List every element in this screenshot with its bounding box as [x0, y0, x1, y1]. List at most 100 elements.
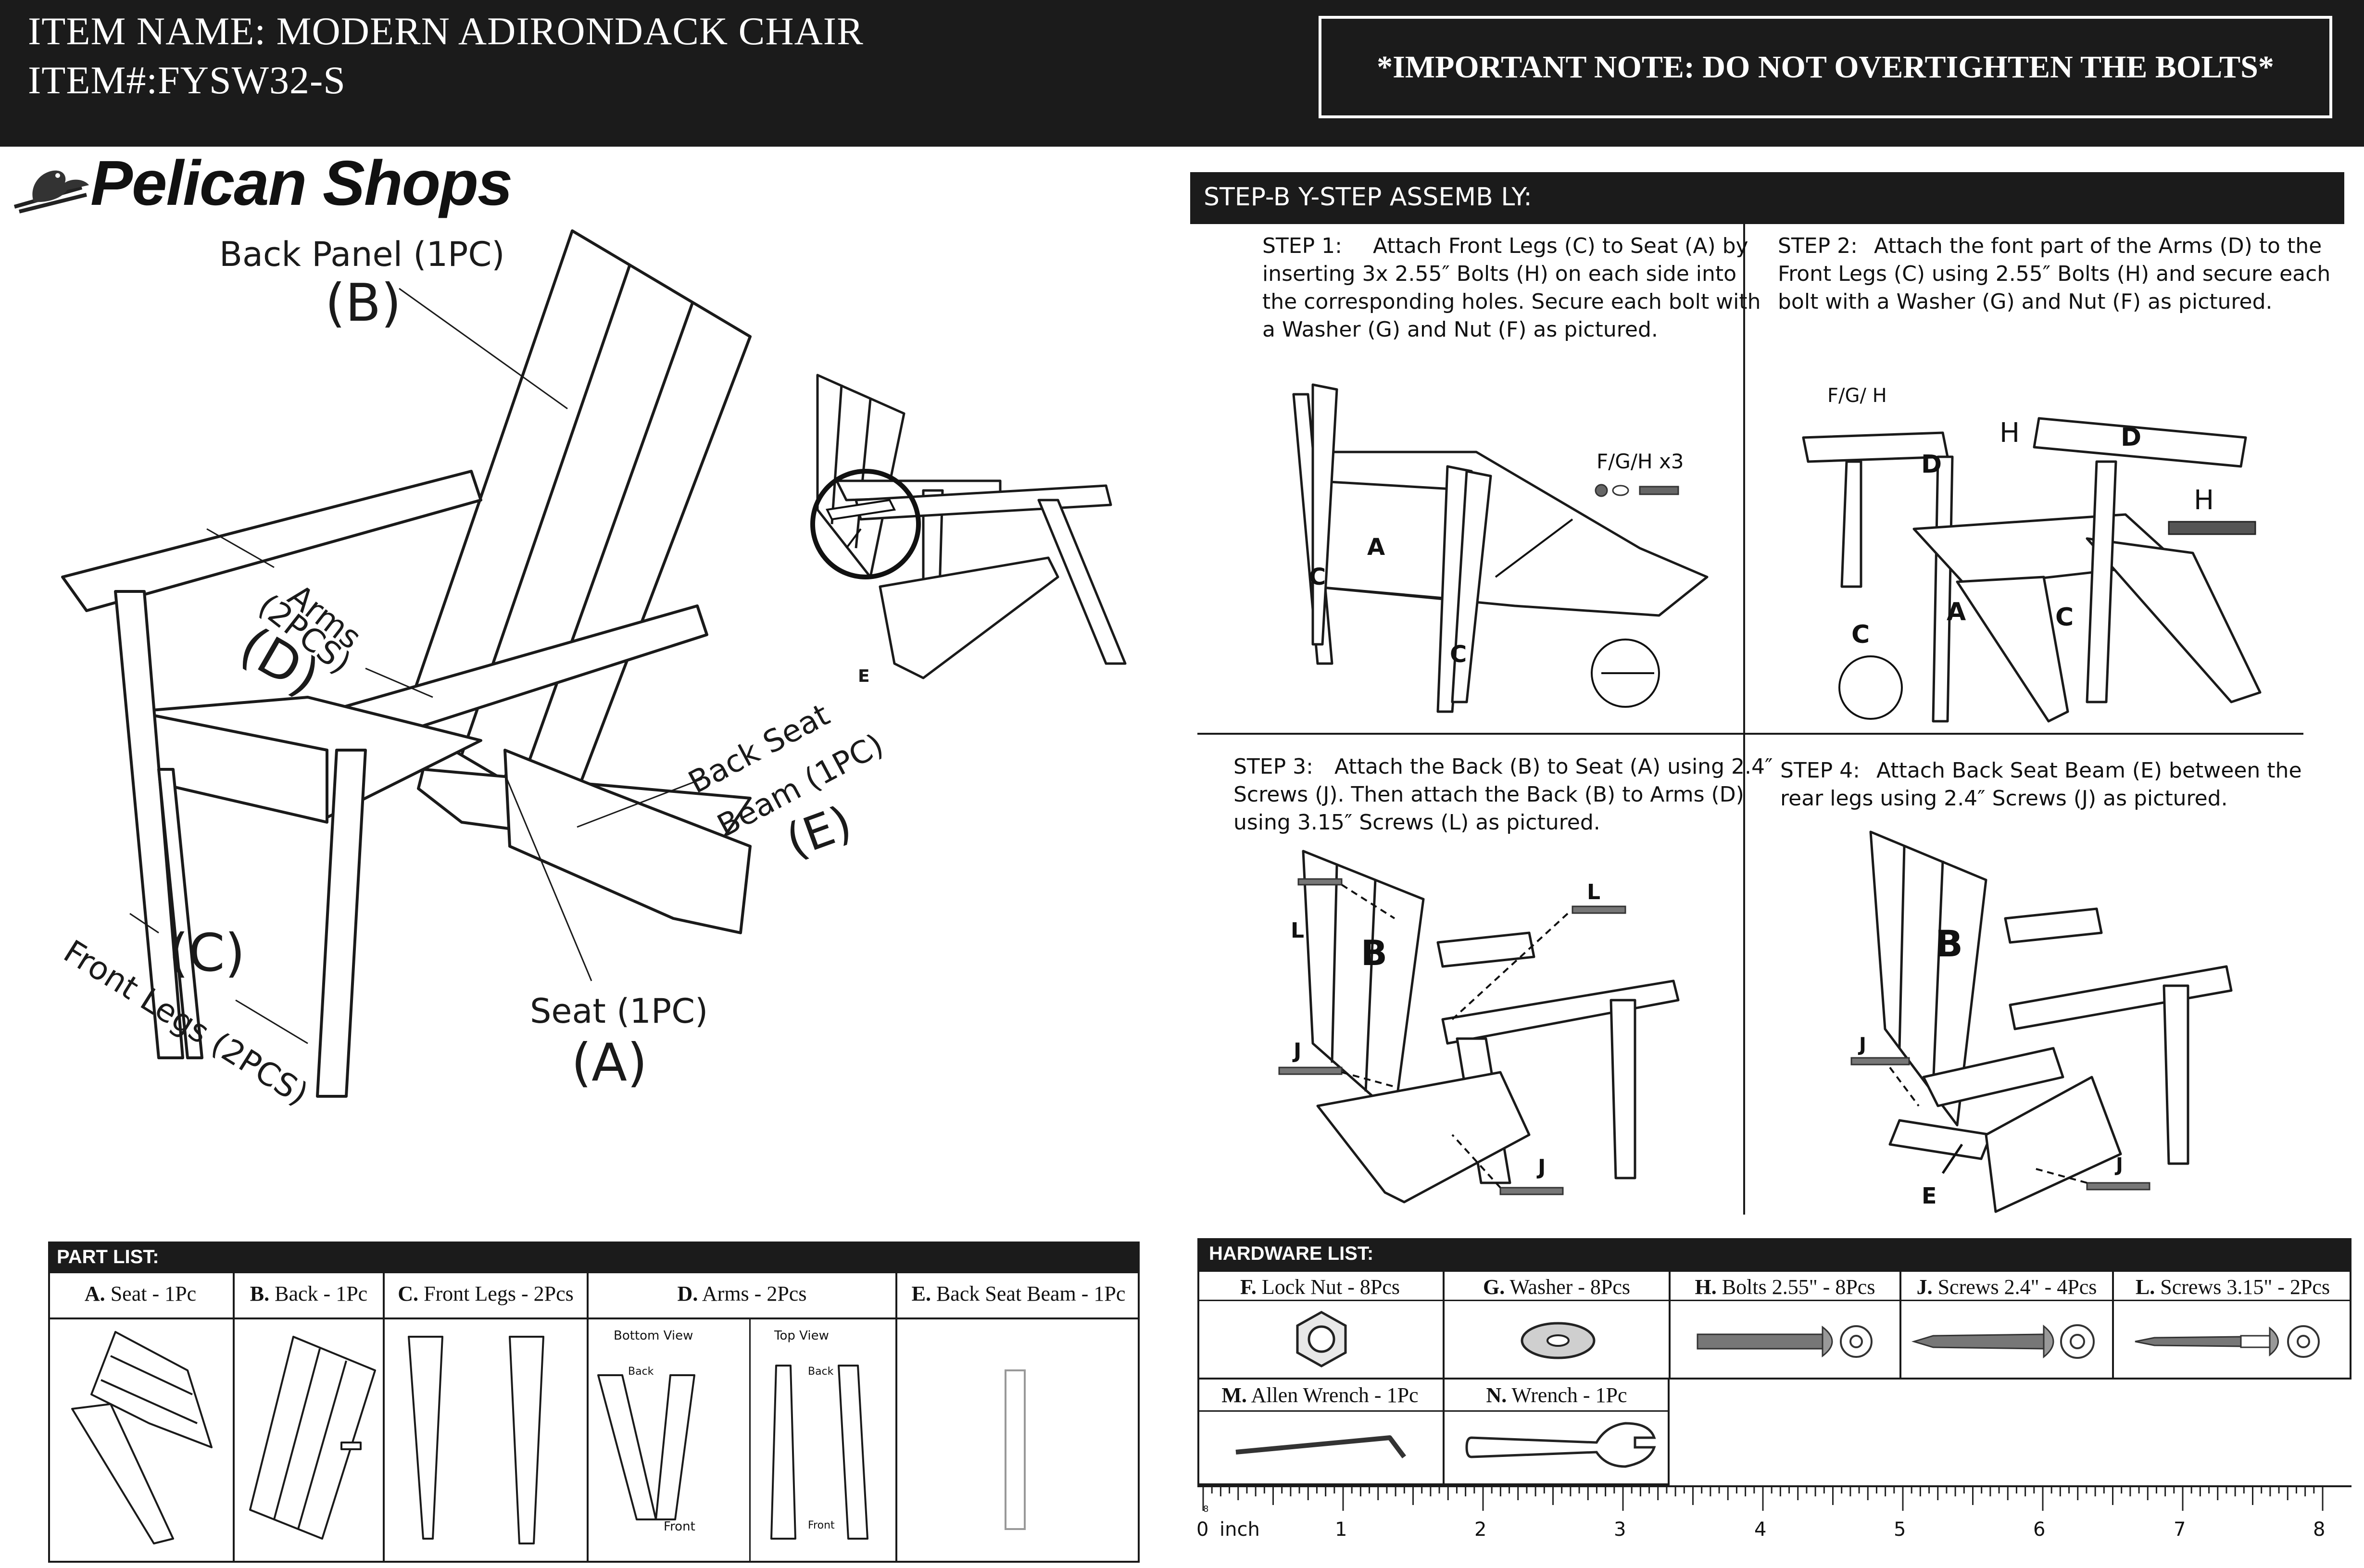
step3-label-b: B — [1361, 933, 1387, 973]
step2-line-2: Front Legs (C) using 2.55″ Bolts (H) and… — [1778, 262, 2331, 286]
part-b-letter: B. — [250, 1282, 270, 1305]
part-c-letter: C. — [398, 1282, 419, 1305]
step1-text: STEP 1: Attach Front Legs (C) to Seat (A)… — [1262, 232, 1760, 344]
part-e-header: E. Back Seat Beam - 1Pc — [897, 1281, 1140, 1306]
step4-label-b: B — [1935, 922, 1963, 965]
part-d-letter: D. — [677, 1282, 698, 1305]
chair-overview-drawing — [61, 229, 752, 1098]
step1-line-1: Attach Front Legs (C) to Seat (A) by — [1373, 234, 1748, 258]
hw-l-label: Screws 3.15" - 2Pcs — [2155, 1275, 2330, 1299]
step1-line-3: the corresponding holes. Secure each bol… — [1262, 289, 1761, 314]
step2-label-a: A — [1947, 598, 1966, 627]
hardware-header-rule — [1197, 1300, 2351, 1301]
hw-f-label: Lock Nut - 8Pcs — [1256, 1275, 1400, 1299]
item-number: ITEM#:FYSW32-S — [28, 58, 346, 102]
part-d-arms-drawing — [597, 1365, 868, 1540]
step-assembly-bar: STEP-B Y-STEP ASSEMB LY: — [1190, 172, 2344, 224]
screw-j-icon — [1911, 1324, 2095, 1359]
part-c-legs-drawing — [408, 1336, 544, 1544]
step2-line-3: bolt with a Washer (G) and Nut (F) as pi… — [1778, 289, 2273, 314]
hw-m-label: Allen Wrench - 1Pc — [1246, 1383, 1419, 1407]
hardware-row-2 — [1197, 1380, 1670, 1485]
ruler-num-2: 2 — [1474, 1518, 1487, 1541]
hw-j-header: J. Screws 2.4" - 4Pcs — [1901, 1275, 2112, 1299]
part-list-title: PART LIST: — [57, 1246, 159, 1267]
part-d-label: Arms - 2Pcs — [698, 1282, 807, 1305]
part-col-divider — [383, 1273, 385, 1563]
step2-drawing — [1802, 417, 2262, 723]
wrench-icon — [1465, 1422, 1656, 1468]
step1-drawing — [1292, 383, 1709, 713]
bolt-icon — [1697, 1325, 1873, 1358]
step3-line-2: Screws (J). Then attach the Back (B) to … — [1233, 782, 1744, 807]
step3-label-l1: L — [1587, 880, 1601, 904]
step4-label-e: E — [1922, 1183, 1937, 1209]
important-note-box: *IMPORTANT NOTE: DO NOT OVERTIGHTEN THE … — [1319, 16, 2332, 118]
ruler-unit: inch — [1220, 1518, 1260, 1541]
step-assembly-title: STEP-B Y-STEP ASSEMB LY: — [1204, 183, 1532, 212]
part-a-seat-drawing — [71, 1331, 213, 1544]
part-d-header: D. Arms - 2Pcs — [589, 1281, 895, 1306]
step2-hardware-label: F/G/ H — [1827, 385, 1887, 407]
part-list-bar: PART LIST: — [48, 1242, 1140, 1273]
hw-m-header: M. Allen Wrench - 1Pc — [1197, 1383, 1443, 1407]
part-b-header: B. Back - 1Pc — [235, 1281, 383, 1306]
step4-number: STEP 4: — [1780, 758, 1860, 783]
step-divider-horizontal — [1197, 733, 2303, 735]
lock-nut-icon — [1296, 1311, 1347, 1367]
ruler-num-1: 1 — [1335, 1518, 1347, 1541]
ruler-small-mark: 8 — [1203, 1504, 1209, 1514]
arms-top-view-label: Top View — [774, 1329, 829, 1343]
step4-text: STEP 4:Attach Back Seat Beam (E) between… — [1780, 757, 2302, 813]
chair-side-view-drawing — [810, 374, 1127, 679]
step4-drawing — [1850, 830, 2233, 1213]
hw-h-label: Bolts 2.55" - 8Pcs — [1716, 1275, 1875, 1299]
step1-number: STEP 1: — [1262, 234, 1342, 258]
step2-text: STEP 2:Attach the font part of the Arms … — [1778, 232, 2330, 316]
hw-n-label: Wrench - 1Pc — [1507, 1383, 1627, 1407]
hw-n-letter: N. — [1486, 1383, 1507, 1407]
arms-bottom-view-label: Bottom View — [614, 1329, 693, 1343]
hw-f-header: F. Lock Nut - 8Pcs — [1197, 1275, 1443, 1299]
item-name: ITEM NAME: MODERN ADIRONDACK CHAIR — [28, 9, 864, 53]
pelican-icon — [13, 170, 89, 213]
hardware-col-divider — [2112, 1270, 2114, 1380]
step2-label-d2: D — [2121, 423, 2142, 452]
arms-bottom-back-label: Back — [628, 1366, 654, 1378]
screw-l-icon — [2135, 1325, 2320, 1358]
step1-line-2: inserting 3x 2.55″ Bolts (H) on each sid… — [1262, 262, 1737, 286]
step4-label-j1: J — [1859, 1034, 1866, 1056]
part-c-label: Front Legs - 2Pcs — [418, 1282, 574, 1305]
step2-label-h1: H — [1999, 417, 2020, 449]
step3-line-1: Attach the Back (B) to Seat (A) using 2.… — [1334, 754, 1773, 779]
step2-label-c1: C — [1851, 620, 1870, 649]
step1-label-c1: C — [1309, 564, 1326, 590]
step3-label-j2: J — [1538, 1155, 1546, 1179]
back-panel-letter: (B) — [325, 273, 402, 333]
allen-wrench-icon — [1235, 1435, 1406, 1458]
hw-j-label: Screws 2.4" - 4Pcs — [1932, 1275, 2097, 1299]
step1-label-c2: C — [1450, 641, 1467, 668]
ruler-num-6: 6 — [2033, 1518, 2046, 1541]
step4-label-j2: J — [2116, 1154, 2123, 1176]
arms-bottom-front-label: Front — [664, 1519, 695, 1534]
part-col-divider — [233, 1273, 235, 1563]
part-col-divider — [587, 1273, 589, 1563]
important-note-text: *IMPORTANT NOTE: DO NOT OVERTIGHTEN THE … — [1377, 49, 2274, 85]
pelican-shops-logo: Pelican Shops — [0, 147, 513, 224]
washer-icon — [1521, 1322, 1596, 1359]
step4-line-2: rear legs using 2.4″ Screws (J) as pictu… — [1780, 786, 2228, 811]
arms-top-back-label: Back — [808, 1366, 834, 1378]
part-list-header-rule — [48, 1317, 1140, 1319]
hardware-list-title: HARDWARE LIST: — [1209, 1243, 1374, 1264]
part-col-divider — [895, 1273, 897, 1563]
step1-label-a: A — [1367, 534, 1385, 561]
step3-line-3: using 3.15″ Screws (L) as pictured. — [1233, 810, 1600, 835]
hardware-col-divider — [1899, 1270, 1901, 1380]
ruler-ticks — [1202, 1487, 2324, 1511]
ruler-num-4: 4 — [1754, 1518, 1767, 1541]
header-bar: ITEM NAME: MODERN ADIRONDACK CHAIR ITEM#… — [0, 0, 2364, 147]
step3-label-l2: L — [1291, 918, 1305, 943]
front-legs-letter: (C) — [168, 923, 245, 983]
part-a-letter: A. — [84, 1282, 105, 1305]
